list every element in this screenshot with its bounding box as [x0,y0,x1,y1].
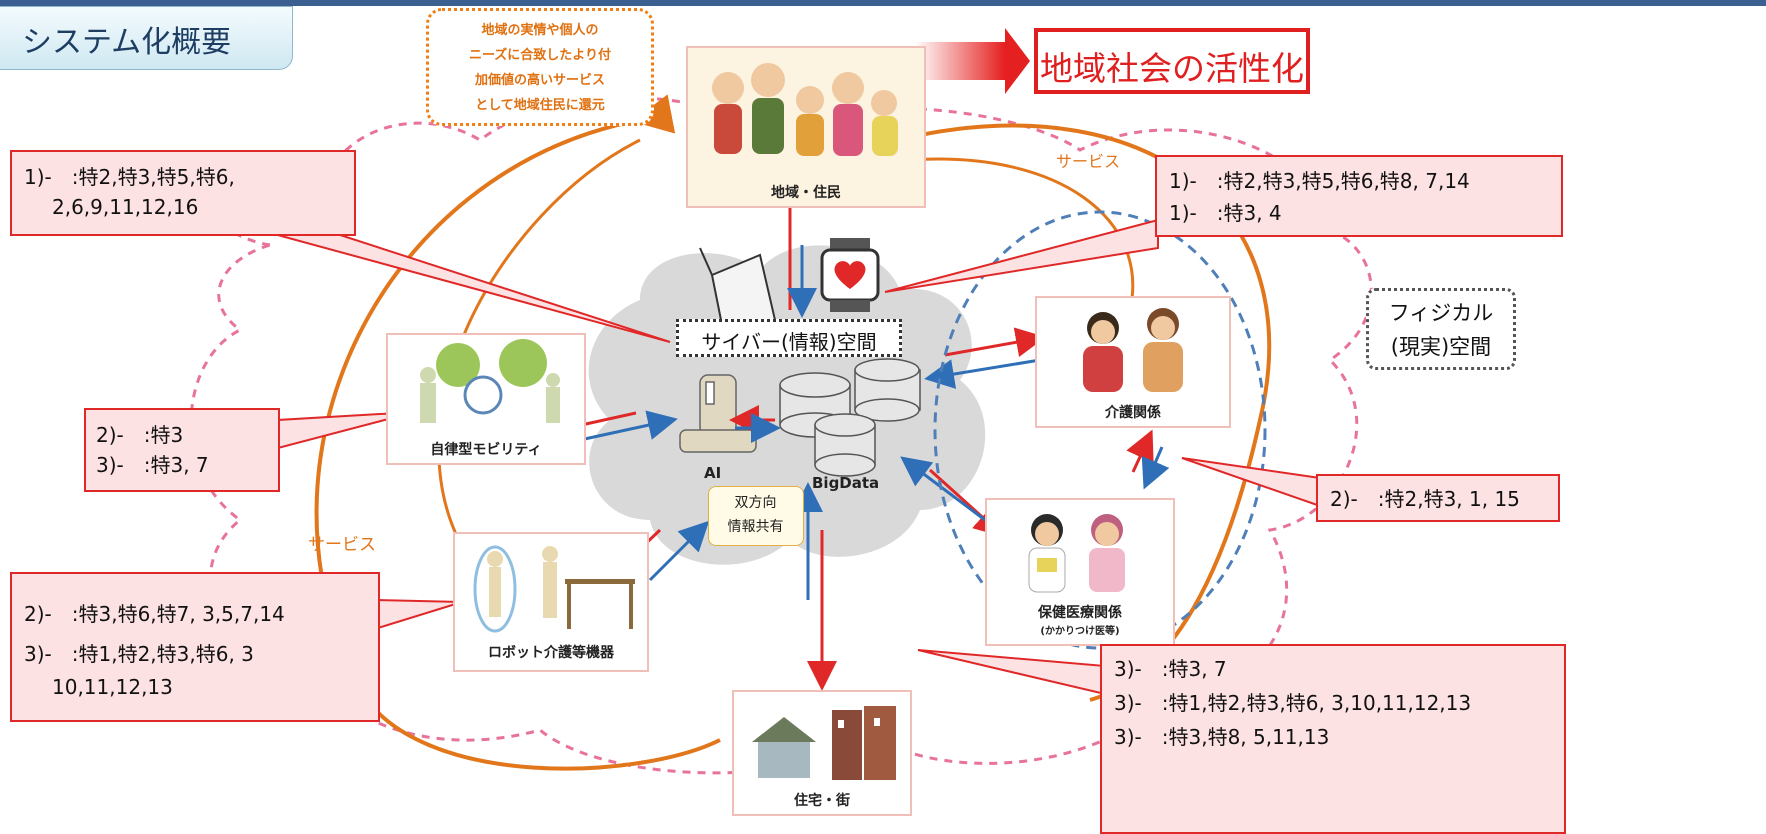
callout-bottom-right-line-1: 3)- :特3, 7 [1114,657,1227,681]
callout-mid-left-line-2: 3)- :特3, 7 [96,453,209,477]
title-arrow-head [1005,28,1030,94]
share-bubble: 双方向 情報共有 [708,486,804,546]
callout-mid-left-line-1: 2)- :特3 [96,423,184,447]
title-arrow-shaft [915,42,1005,80]
care-caption: 介護関係 [1105,405,1161,421]
callout-top-right: 1)- :特2,特3,特5,特6,特8, 7,14 1)- :特3, 4 [1155,155,1563,237]
callout-pointer-top-left [229,221,671,343]
callout-bottom-right: 3)- :特3, 7 3)- :特1,特2,特3,特6, 3,10,11,12,… [1100,644,1566,834]
physical-space-label: フィジカル (現実)空間 [1366,288,1516,370]
callout-pointer-bottom-left [377,598,463,630]
page-title: システム化概要 [22,25,232,60]
callout-pointer-bottom-right [917,649,1106,696]
service-label-top: サービス [1056,152,1121,171]
service-loop-left-inner [437,138,641,561]
note-line-3: 加価値の高いサービス [474,73,605,88]
medical-illustration [1028,514,1125,593]
residents-caption: 地域・住民 [771,185,841,201]
robot-caption: ロボット介護等機器 [488,645,614,661]
callout-bottom-left: 2)- :特3,特6,特7, 3,5,7,14 3)- :特1,特2,特3,特6… [10,572,380,722]
cyber-space-label: サイバー(情報)空間 [676,319,902,357]
ai-label: AI [704,464,722,482]
callout-bottom-right-line-2: 3)- :特1,特2,特3,特6, 3,10,11,12,13 [1114,691,1472,715]
callout-bottom-right-line-3: 3)- :特3,特8, 5,11,13 [1114,725,1330,749]
page-title-tab: システム化概要 [0,6,293,70]
housing-illustration [752,706,896,780]
title-banner: 地域社会の活性化 [1034,28,1310,94]
callout-pointer-top-right [884,218,1159,293]
share-line-1: 双方向 [734,495,777,511]
note-line-4: として地域住民に還元 [475,98,605,113]
robot-care-illustration [473,545,635,633]
note-line-2: ニーズに合致したより付 [468,48,612,63]
residents-panel: 地域・住民 [686,46,926,208]
callout-mid-right-line-1: 2)- :特2,特3, 1, 15 [1330,487,1520,511]
housing-caption: 住宅・街 [794,793,850,809]
share-line-2: 情報共有 [727,519,784,535]
callout-top-right-line-1: 1)- :特2,特3,特5,特6,特8, 7,14 [1169,169,1470,193]
care-medical-group [933,210,1267,650]
smartwatch-icon [820,238,880,312]
mobility-panel: 自律型モビリティ [386,333,586,465]
callout-bottom-left-line-2: 3)- :特1,特2,特3,特6, 3 [24,642,254,666]
robot-panel: ロボット介護等機器 [453,532,649,672]
callout-top-left-line-1: 1)- :特2,特3,特5,特6, [24,165,235,189]
callout-bottom-left-line-1: 2)- :特3,特6,特7, 3,5,7,14 [24,602,285,626]
note-line-1: 地域の実情や個人の [481,23,599,38]
care-illustration [1083,308,1183,392]
mobility-caption: 自律型モビリティ [430,442,542,458]
callout-mid-left: 2)- :特3 3)- :特3, 7 [84,408,280,492]
care-panel: 介護関係 [1035,296,1231,428]
callout-mid-right: 2)- :特2,特3, 1, 15 [1316,474,1560,522]
medical-caption: 保健医療関係 [1038,605,1122,621]
medical-subcaption: (かかりつけ医等) [1040,626,1120,637]
physical-line-1: フィジカル [1388,301,1494,325]
callout-top-left-line-2: 2,6,9,11,12,16 [52,195,199,219]
title-banner-text: 地域社会の活性化 [1040,49,1304,88]
service-loop-right-inner [909,157,1135,311]
callout-bottom-left-line-3: 10,11,12,13 [52,675,173,699]
housing-panel: 住宅・街 [732,690,912,816]
header-rule [0,0,1766,6]
mobility-illustration [420,339,560,423]
callout-top-right-line-2: 1)- :特3, 4 [1169,201,1282,225]
residents-illustration [712,63,898,156]
physical-line-2: (現実)空間 [1390,335,1492,359]
callout-top-left: 1)- :特2,特3,特5,特6, 2,6,9,11,12,16 [10,150,356,236]
service-label-left: サービス [308,535,376,555]
note-bubble: 地域の実情や個人の ニーズに合致したより付 加価値の高いサービス として地域住民… [426,8,654,126]
cyber-space-text: サイバー(情報)空間 [701,330,877,354]
bigdata-label: BigData [812,474,880,492]
medical-panel: 保健医療関係 (かかりつけ医等) [985,498,1175,646]
